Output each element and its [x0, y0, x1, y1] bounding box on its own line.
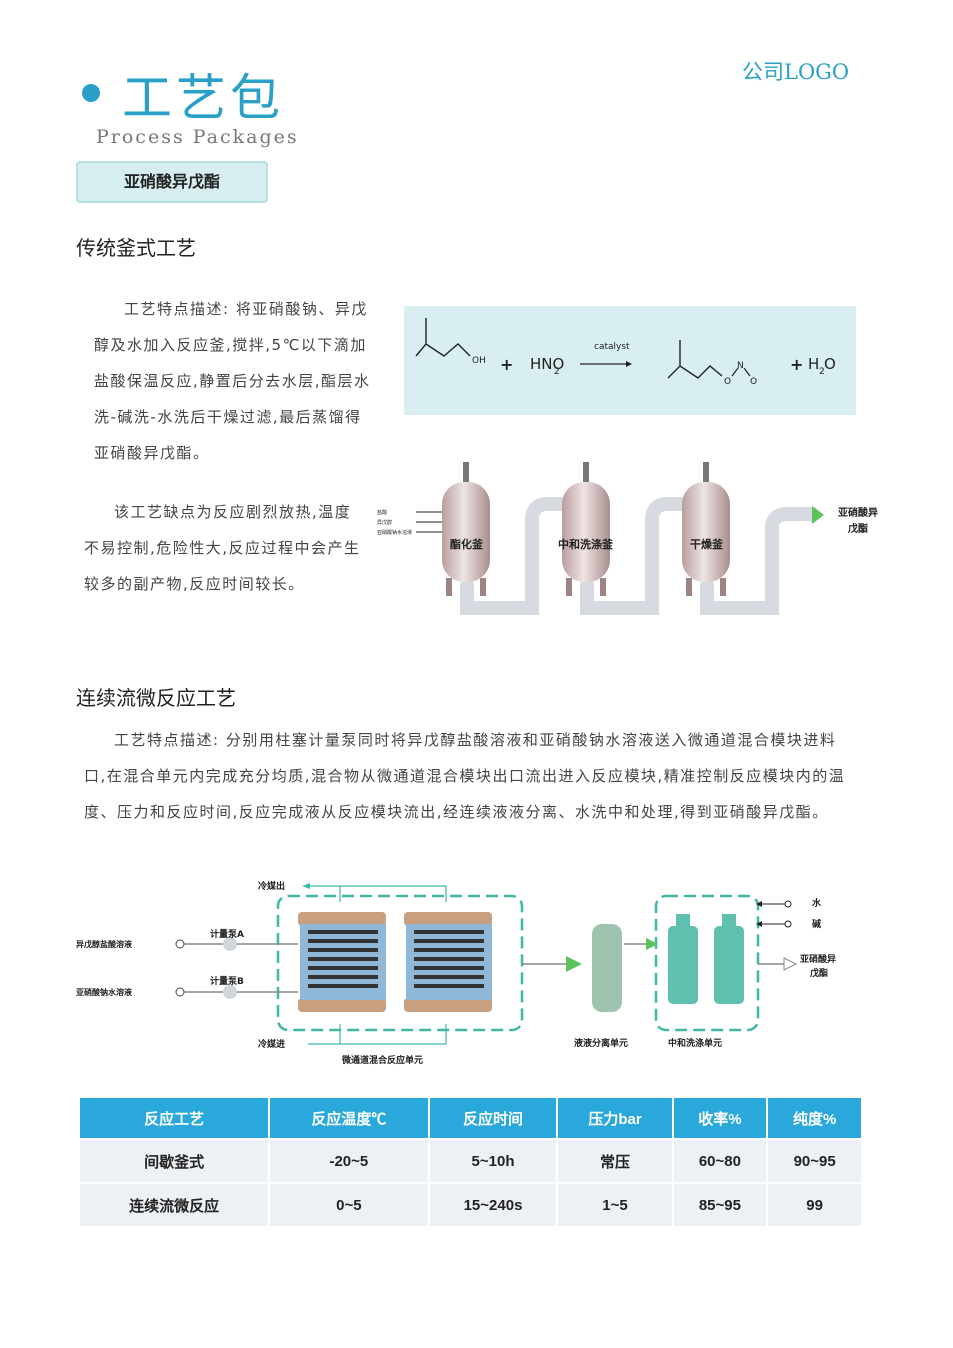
section-title-continuous: 连续流微反应工艺: [76, 686, 236, 710]
table-cell: 90~95: [768, 1140, 861, 1182]
section-title-batch: 传统釜式工艺: [76, 236, 196, 260]
table-cell: 15~240s: [429, 1184, 557, 1226]
output-label-line2: 戊酯: [809, 967, 828, 979]
reagent-subscript: 2: [554, 367, 560, 377]
table-cell: 常压: [558, 1140, 672, 1182]
reaction-svg: OH + HNO 2 catalyst O N O + H 2 O: [415, 318, 836, 387]
separator-vessel: [592, 924, 622, 1012]
col-header-temperature: 反应温度℃: [270, 1098, 428, 1138]
page-subtitle: Process Packages: [96, 126, 299, 148]
vessel-dryer: 干燥釜: [682, 462, 730, 596]
title-bullet: [82, 84, 100, 102]
flow-arrow-icon: [566, 956, 582, 972]
output-label-line1: 亚硝酸异: [838, 506, 878, 519]
feed-b-label: 亚硝酸钠水溶液: [76, 987, 132, 997]
comparison-table: 反应工艺 反应温度℃ 反应时间 压力bar 收率% 纯度% 间歇釜式 -20~5…: [78, 1096, 863, 1228]
output-label-line1: 亚硝酸异: [800, 953, 836, 965]
catalyst-label: catalyst: [594, 342, 630, 352]
feed-a-label: 异戊醇盐酸溶液: [76, 939, 132, 949]
plus-sign-2: +: [790, 355, 803, 374]
continuous-flow-diagram: 冷媒出 冷媒进 异戊醇盐酸溶液 亚硝酸钠水溶液 计量泵A 计量泵B 微通道混合反…: [76, 880, 836, 1066]
water-o: O: [824, 355, 836, 373]
o-label: O: [724, 377, 731, 387]
table-cell: 间歇釜式: [80, 1140, 269, 1182]
reagent-hno2: HNO: [530, 355, 564, 373]
vessel-esterification: 酯化釜: [442, 462, 490, 596]
plus-sign-1: +: [500, 355, 513, 374]
wash-column-2: [714, 926, 744, 1004]
table-cell: 5~10h: [429, 1140, 557, 1182]
water-label: 水: [812, 897, 822, 909]
micro-unit-label: 微通道混合反应单元: [341, 1054, 423, 1066]
alkali-label: 碱: [812, 918, 821, 930]
coolant-in-label: 冷媒进: [258, 1038, 285, 1050]
table-cell: 连续流微反应: [80, 1184, 269, 1226]
water-h: H: [808, 355, 819, 373]
wash-unit-label: 中和洗涤单元: [668, 1037, 722, 1049]
table-header-row: 反应工艺 反应温度℃ 反应时间 压力bar 收率% 纯度%: [80, 1098, 861, 1138]
col-header-process: 反应工艺: [80, 1098, 269, 1138]
batch-drawbacks: 该工艺缺点为反应剧烈放热,温度不易控制,危险性大,反应过程中会产生较多的副产物,…: [84, 503, 361, 593]
vessel-label-2: 中和洗涤釜: [558, 537, 614, 551]
micro-reactor-module-2: [404, 912, 492, 1012]
coolant-out-label: 冷媒出: [258, 880, 285, 892]
n-label: N: [737, 361, 744, 371]
micro-reactor-module-1: [298, 912, 386, 1012]
o2-label: O: [750, 377, 757, 387]
water-subscript: 2: [819, 367, 825, 377]
col-header-yield: 收率%: [673, 1098, 767, 1138]
table-cell: 0~5: [270, 1184, 428, 1226]
input-label-3: 亚硝酸钠水溶液: [377, 529, 412, 536]
table-cell: -20~5: [270, 1140, 428, 1182]
pump-b-label: 计量泵B: [210, 975, 244, 987]
oh-label: OH: [472, 356, 486, 366]
table-cell: 1~5: [558, 1184, 672, 1226]
input-label-1: 盐酸: [377, 509, 387, 516]
continuous-description: 工艺特点描述: 分别用柱塞计量泵同时将异戊醇盐酸溶液和亚硝酸钠水溶液送入微通道混…: [84, 731, 846, 821]
vessel-neutralization: 中和洗涤釜: [558, 462, 614, 596]
col-header-purity: 纯度%: [768, 1098, 861, 1138]
pump-a-icon: [223, 937, 237, 951]
company-logo: 公司LOGO: [742, 60, 850, 84]
output-arrow-icon: [812, 506, 824, 524]
vessel-label-1: 酯化釜: [450, 537, 484, 551]
vessel-label-3: 干燥釜: [690, 537, 724, 551]
batch-process-diagram: 盐酸 异戊醇 亚硝酸钠水溶液 酯化釜 中和洗涤釜 干燥釜 亚硝酸异 戊酯: [377, 462, 878, 615]
product-tag: 亚硝酸异戊酯: [76, 161, 268, 203]
table-cell: 85~95: [673, 1184, 767, 1226]
col-header-time: 反应时间: [429, 1098, 557, 1138]
table-cell: 99: [768, 1184, 861, 1226]
col-header-pressure: 压力bar: [558, 1098, 672, 1138]
page-title: 工艺包: [122, 69, 284, 127]
table-row: 间歇釜式 -20~5 5~10h 常压 60~80 90~95: [80, 1140, 861, 1182]
table-cell: 60~80: [673, 1140, 767, 1182]
separator-unit-label: 液液分离单元: [574, 1037, 628, 1049]
batch-description: 工艺特点描述: 将亚硝酸钠、异戊醇及水加入反应釜,搅拌,5℃以下滴加盐酸保温反应…: [94, 300, 371, 462]
wash-column-1: [668, 926, 698, 1004]
table-row: 连续流微反应 0~5 15~240s 1~5 85~95 99: [80, 1184, 861, 1226]
pump-b-icon: [223, 985, 237, 999]
pump-a-label: 计量泵A: [210, 928, 244, 940]
output-label-line2: 戊酯: [847, 522, 868, 535]
input-label-2: 异戊醇: [377, 519, 392, 526]
reaction-equation: OH + HNO 2 catalyst O N O + H 2 O: [404, 306, 856, 415]
